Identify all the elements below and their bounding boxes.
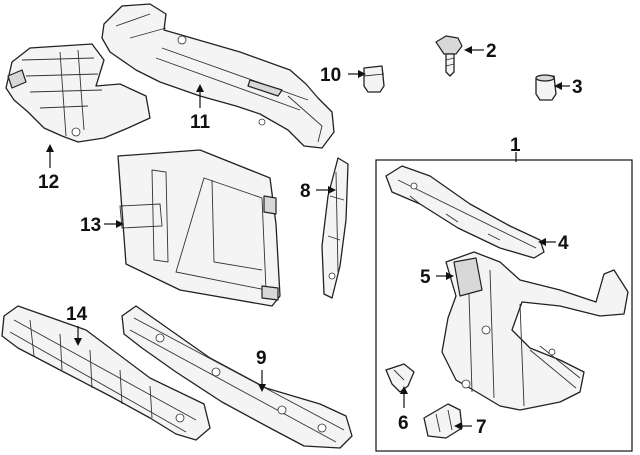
callout-labels: 11 12 10 2 3 1 8 13 4 5 14 9 6 7 (38, 41, 583, 438)
callout-1: 1 (510, 135, 521, 156)
callout-9: 9 (256, 348, 267, 369)
callout-4: 4 (558, 233, 569, 254)
part-13-radiator-shroud (117, 149, 281, 307)
part-5-side-support (441, 251, 629, 411)
part-3-clip (535, 74, 557, 101)
part-12-side-air-duct (5, 43, 151, 143)
part-2-bolt (435, 35, 463, 77)
callout-12: 12 (38, 172, 59, 193)
callout-14: 14 (66, 304, 88, 325)
part-4-upper-tie-bar (385, 165, 545, 259)
part-8-side-baffle (321, 157, 349, 299)
part-6-bracket (385, 363, 415, 393)
part-9-lower-tie-bar (121, 305, 353, 449)
part-10-nut (363, 65, 385, 93)
callout-13: 13 (80, 215, 101, 236)
callout-8: 8 (300, 181, 311, 202)
callout-6: 6 (398, 413, 409, 434)
leader-lines (46, 46, 570, 430)
callout-2: 2 (486, 41, 497, 62)
part-1-assembly-box (375, 159, 633, 452)
part-11-upper-air-baffle (101, 3, 335, 149)
part-14-lower-air-deflector (1, 305, 211, 441)
callout-5: 5 (420, 267, 431, 288)
part-7-lower-bracket (423, 403, 463, 439)
callout-3: 3 (572, 77, 583, 98)
callout-7: 7 (476, 417, 487, 438)
callout-10: 10 (320, 65, 341, 86)
callout-11: 11 (190, 112, 211, 133)
